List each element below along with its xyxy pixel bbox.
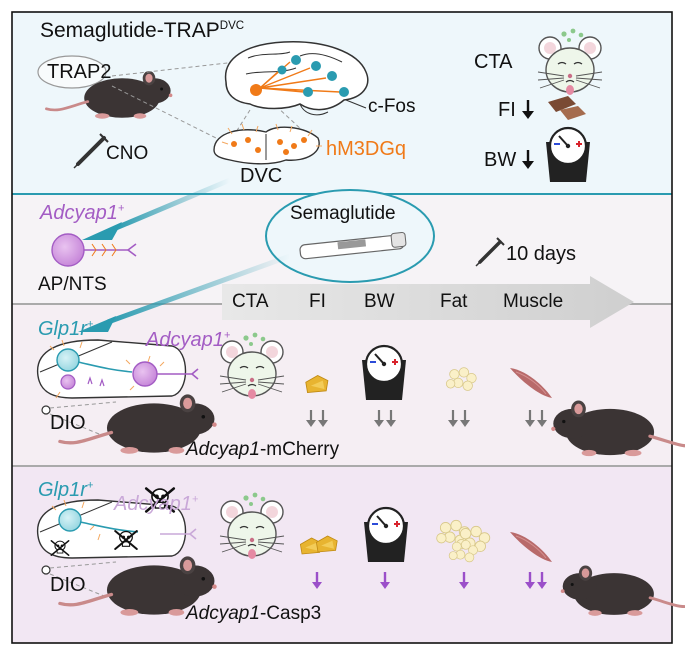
projection-arrows — [259, 61, 341, 93]
measure-fat: Fat — [440, 291, 468, 312]
glp1r-label-3: Glp1r+ — [38, 318, 94, 340]
figure-border — [11, 11, 673, 644]
measure-fi: FI — [309, 291, 326, 312]
trap2-ellipse — [37, 55, 107, 89]
beam-arrow-bottom-head — [78, 316, 116, 332]
cfos-label: c-Fos — [368, 96, 416, 117]
adcyap1-neuron — [51, 233, 137, 267]
beam-arrow-top-head — [82, 222, 122, 240]
semaglutide-label: Semaglutide — [290, 203, 396, 224]
cta-mouse-icon — [537, 27, 603, 96]
projection-lines — [111, 61, 305, 139]
hm3dgq-label: hM3DGq — [326, 138, 407, 160]
bw-down-arrow — [522, 150, 534, 169]
cta-mouse-icon-4 — [219, 491, 285, 560]
beam-arrow-top — [115, 177, 231, 231]
fi-label: FI — [498, 99, 516, 121]
adcyap1-label-4: Adcyap1+ — [114, 493, 199, 515]
measure-muscle: Muscle — [503, 291, 564, 312]
cfos-leader — [345, 99, 367, 109]
circuit-schematic-4 — [36, 499, 197, 597]
dvc-section — [213, 123, 322, 165]
cta-label: CTA — [474, 51, 513, 73]
dio-label-4: DIO — [50, 574, 86, 596]
measure-cta: CTA — [232, 291, 269, 312]
cfos-neurons — [277, 55, 349, 97]
dvc-spot — [250, 84, 262, 96]
bw-scale-icon-4 — [362, 506, 410, 564]
syringe-icon — [73, 133, 109, 169]
dio-label-3: DIO — [50, 412, 86, 434]
construct-label-4: Adcyap1-Casp3 — [186, 603, 322, 624]
cno-label: CNO — [106, 143, 149, 164]
duration-label: 10 days — [506, 243, 577, 265]
apnts-label: AP/NTS — [38, 274, 107, 295]
dvc-label: DVC — [240, 165, 283, 187]
trap2-label: TRAP2 — [47, 61, 112, 83]
fi-down-arrow — [522, 100, 534, 119]
syringe-10d-icon — [475, 237, 505, 267]
adcyap1-label-3: Adcyap1+ — [146, 329, 231, 351]
adcyap1-label: Adcyap1+ — [40, 202, 125, 224]
beam-arrow-bottom — [107, 253, 291, 325]
food-pellet-icon — [548, 96, 586, 120]
panel1-title: Semaglutide-TRAPDVC — [40, 19, 245, 42]
construct-label-3: Adcyap1-mCherry — [186, 439, 340, 460]
measure-bw: BW — [364, 291, 395, 312]
scale-icon — [544, 126, 592, 184]
glp1r-label-4: Glp1r+ — [38, 479, 94, 501]
circuit-schematic-3 — [36, 339, 199, 437]
injection-pen-icon — [299, 231, 407, 260]
bw-scale-icon-3 — [360, 344, 408, 402]
bw-label: BW — [484, 149, 517, 171]
measure-arrow — [222, 276, 634, 328]
